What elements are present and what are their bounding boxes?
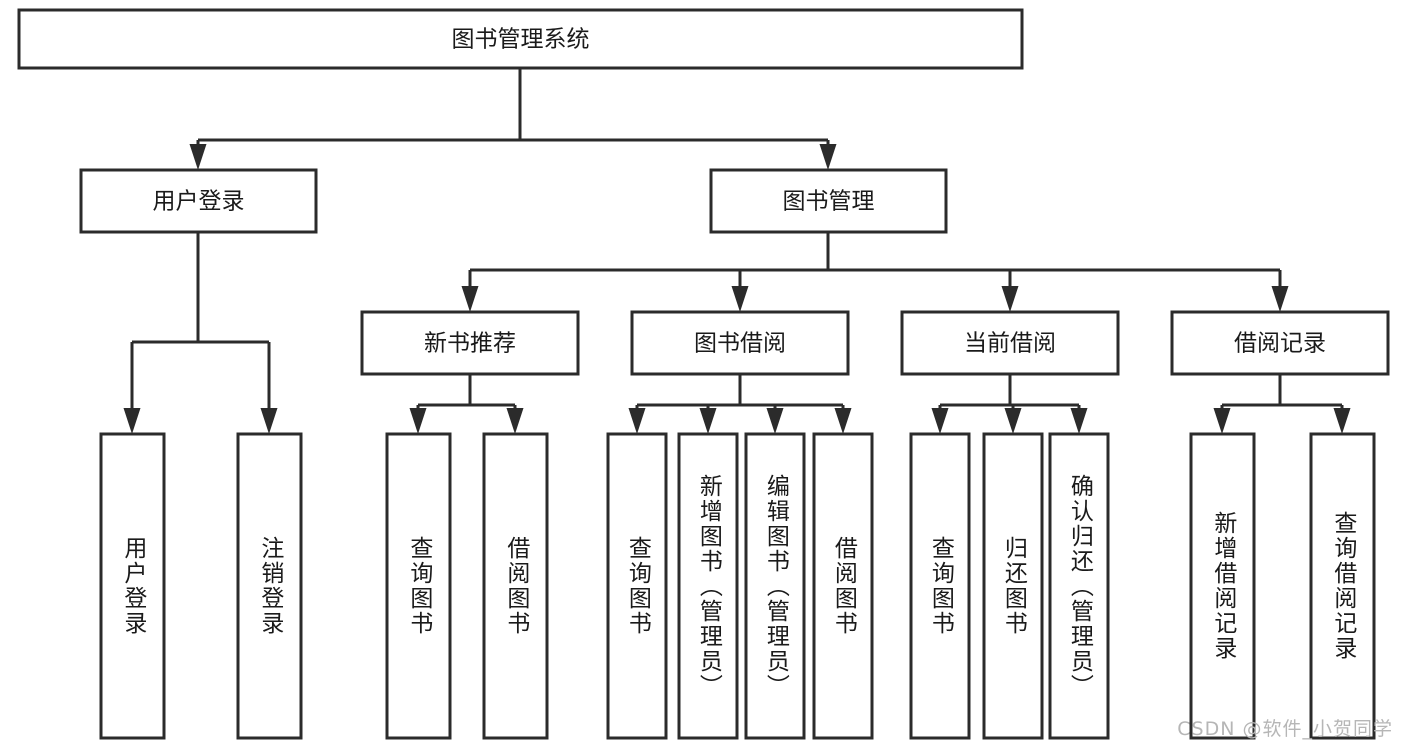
node-leaf-query-book-2[interactable]: [606, 432, 668, 740]
arrow-head-icon: [260, 408, 278, 434]
node-box-leaf-return-book[interactable]: [982, 432, 1044, 740]
watermark-text: CSDN @软件_小贺同学: [1177, 718, 1393, 740]
node-label-root: 图书管理系统: [452, 27, 590, 53]
node-leaf-query-book-3[interactable]: [909, 432, 971, 740]
node-new-book-recommend[interactable]: 新书推荐: [360, 310, 580, 376]
node-box-book-manage[interactable]: [709, 168, 948, 234]
node-leaf-add-record[interactable]: [1189, 432, 1256, 740]
node-current-borrow[interactable]: 当前借阅: [900, 310, 1120, 376]
arrow-head-icon: [461, 286, 479, 312]
arrow-head-icon: [506, 408, 524, 434]
arrow-head-icon: [1004, 408, 1022, 434]
node-book-manage[interactable]: 图书管理: [709, 168, 948, 234]
node-box-user-login[interactable]: [79, 168, 318, 234]
node-label-user-login: 用户登录: [153, 189, 245, 215]
node-label-book-manage: 图书管理: [783, 189, 875, 215]
node-box-root[interactable]: [17, 8, 1024, 70]
arrow-head-icon: [1070, 408, 1088, 434]
node-label-borrow-record: 借阅记录: [1234, 331, 1326, 357]
node-box-leaf-logout[interactable]: [236, 432, 303, 740]
node-leaf-borrow-book-1[interactable]: [482, 432, 549, 740]
node-label-new-book-recommend: 新书推荐: [424, 331, 516, 357]
node-box-leaf-borrow-book-1[interactable]: [482, 432, 549, 740]
arrow-head-icon: [628, 408, 646, 434]
node-box-leaf-confirm-return[interactable]: [1048, 432, 1110, 740]
node-box-book-borrow[interactable]: [630, 310, 850, 376]
node-box-leaf-add-book[interactable]: [677, 432, 739, 740]
arrow-head-icon: [731, 286, 749, 312]
arrow-head-icon: [766, 408, 784, 434]
node-box-leaf-query-book-3[interactable]: [909, 432, 971, 740]
arrow-head-icon: [189, 144, 207, 170]
node-box-new-book-recommend[interactable]: [360, 310, 580, 376]
node-borrow-record[interactable]: 借阅记录: [1170, 310, 1390, 376]
node-leaf-query-record[interactable]: [1309, 432, 1376, 740]
arrow-head-icon: [123, 408, 141, 434]
node-user-login[interactable]: 用户登录: [79, 168, 318, 234]
node-leaf-user-login[interactable]: [99, 432, 166, 740]
node-root[interactable]: 图书管理系统: [17, 8, 1024, 70]
node-box-leaf-query-record[interactable]: [1309, 432, 1376, 740]
arrow-head-icon: [1333, 408, 1351, 434]
arrow-head-icon: [1213, 408, 1231, 434]
arrow-head-icon: [409, 408, 427, 434]
node-leaf-return-book[interactable]: [982, 432, 1044, 740]
node-leaf-borrow-book-2[interactable]: [812, 432, 874, 740]
node-box-leaf-borrow-book-2[interactable]: [812, 432, 874, 740]
node-leaf-edit-book[interactable]: [744, 432, 806, 740]
node-box-leaf-query-book-2[interactable]: [606, 432, 668, 740]
node-leaf-query-book-1[interactable]: [385, 432, 452, 740]
arrow-head-icon: [834, 408, 852, 434]
node-leaf-logout[interactable]: [236, 432, 303, 740]
arrow-head-icon: [1271, 286, 1289, 312]
node-box-borrow-record[interactable]: [1170, 310, 1390, 376]
node-leaf-confirm-return[interactable]: [1048, 432, 1110, 740]
node-box-leaf-add-record[interactable]: [1189, 432, 1256, 740]
node-box-leaf-edit-book[interactable]: [744, 432, 806, 740]
node-label-book-borrow: 图书借阅: [694, 331, 786, 357]
node-label-current-borrow: 当前借阅: [964, 331, 1056, 357]
arrow-head-icon: [819, 144, 837, 170]
node-box-current-borrow[interactable]: [900, 310, 1120, 376]
node-leaf-add-book[interactable]: [677, 432, 739, 740]
node-box-leaf-query-book-1[interactable]: [385, 432, 452, 740]
arrow-head-icon: [1001, 286, 1019, 312]
arrow-head-icon: [699, 408, 717, 434]
node-book-borrow[interactable]: 图书借阅: [630, 310, 850, 376]
arrow-head-icon: [931, 408, 949, 434]
node-box-leaf-user-login[interactable]: [99, 432, 166, 740]
